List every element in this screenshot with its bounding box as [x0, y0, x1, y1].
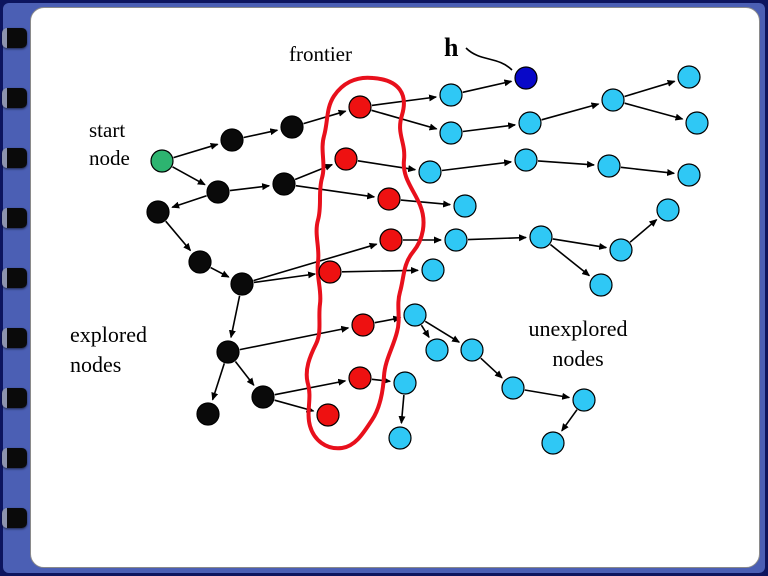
binder-clip — [2, 28, 27, 48]
start-node-label-line2: node — [89, 146, 130, 171]
explored-nodes-label-line1: explored — [70, 322, 147, 347]
explored-nodes-label-line2: nodes — [70, 351, 122, 377]
binder-clip — [2, 148, 27, 168]
unexplored-nodes-label-line1: unexplored — [528, 316, 628, 341]
frontier-label: frontier — [289, 40, 352, 68]
binder-clip — [2, 388, 27, 408]
binder-clip — [2, 88, 27, 108]
start-node-label-line1: start — [89, 118, 126, 142]
explored-nodes-label: explored nodes — [70, 320, 147, 379]
binder-clip — [2, 508, 27, 528]
frontier-label-text: frontier — [289, 42, 352, 66]
binder-clip — [2, 448, 27, 468]
start-node-label: start node — [89, 116, 130, 173]
heuristic-label-text: h — [444, 33, 459, 62]
binder-clip — [2, 328, 27, 348]
binder-clip — [2, 208, 27, 228]
unexplored-nodes-label-line2: nodes — [552, 345, 604, 371]
unexplored-nodes-label: unexplored nodes — [508, 314, 648, 373]
binder-clip — [2, 268, 27, 288]
heuristic-label: h — [444, 30, 458, 65]
page — [30, 7, 760, 568]
